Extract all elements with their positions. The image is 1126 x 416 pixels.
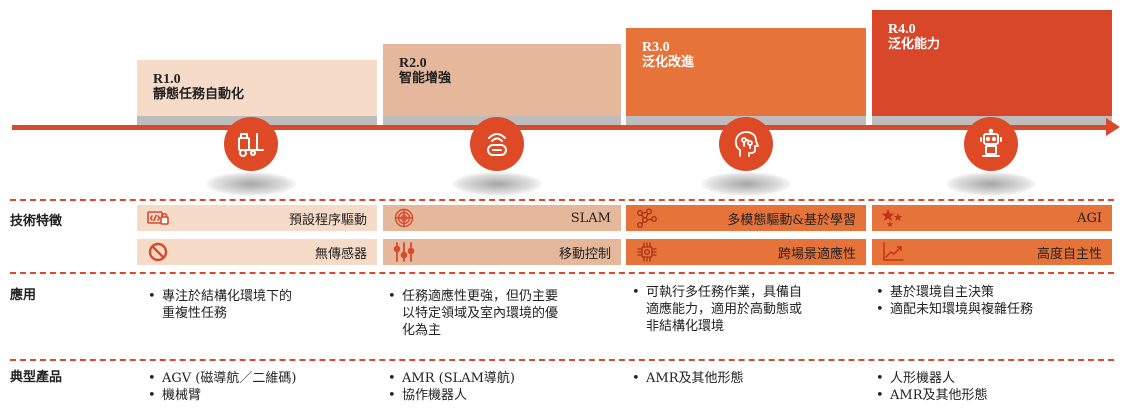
feature-box: 無傳感器 — [137, 239, 377, 265]
list-item: AMR (SLAM導航) — [384, 370, 624, 387]
list-item: 基於環境自主決策 — [872, 284, 1112, 301]
stage-node-r3 — [719, 117, 773, 171]
feature-label: AGI — [1077, 210, 1102, 226]
list-item: 人形機器人 — [872, 370, 1112, 387]
feature-box: SLAM — [383, 205, 621, 231]
stage-box-r2: R2.0 智能增強 — [383, 44, 621, 116]
feature-label: 高度自主性 — [1036, 246, 1102, 262]
list-item: AMR及其他形態 — [872, 387, 1112, 404]
section-divider — [10, 199, 1114, 201]
section-divider — [10, 359, 1114, 361]
stage-code: R3.0 — [642, 40, 670, 55]
feature-label: 移動控制 — [558, 246, 611, 262]
section-divider — [10, 272, 1114, 274]
chip-icon — [636, 242, 660, 262]
forklift-icon — [238, 133, 264, 157]
stage-box-r4: R4.0 泛化能力 — [872, 10, 1112, 116]
feature-box: 預設程序驅動 — [137, 205, 377, 231]
list-item: 機械臂 — [144, 387, 376, 404]
feature-box: 多模態驅動&基於學習 — [626, 205, 866, 231]
applications-list-r4: 基於環境自主決策 適配未知環境與複雜任務 — [872, 284, 1112, 318]
products-list-r4: 人形機器人 AMR及其他形態 — [872, 370, 1112, 404]
node-shadow — [452, 172, 542, 196]
stage-node-r4 — [964, 117, 1018, 171]
timeline-arrow-head — [1106, 118, 1120, 136]
feature-box: 移動控制 — [383, 239, 621, 265]
stage-code: R2.0 — [399, 56, 427, 71]
wireless-robot-icon — [487, 133, 507, 156]
network-nodes-icon — [636, 208, 660, 228]
stage-box-r1: R1.0 靜態任務自動化 — [137, 60, 377, 116]
row-label-tech: 技術特徵 — [10, 214, 63, 229]
feature-label: 無傳感器 — [314, 246, 367, 262]
stage-code: R4.0 — [888, 22, 916, 37]
radar-icon — [393, 208, 417, 228]
humanoid-robot-icon — [980, 128, 1002, 157]
node-shadow — [701, 172, 791, 196]
row-label-applications: 應用 — [10, 288, 37, 303]
stage-node-r2 — [470, 117, 524, 171]
list-item: AGV (磁導航／二維碼) — [144, 370, 376, 387]
node-shadow — [206, 172, 296, 196]
timeline-arrow-line — [12, 125, 1112, 130]
prohibited-icon — [147, 242, 171, 262]
feature-label: 跨場景適應性 — [777, 246, 856, 262]
stage-title: 泛化能力 — [888, 37, 941, 52]
list-item: 適配未知環境與複雜任務 — [872, 301, 1112, 318]
stage-title: 靜態任務自動化 — [153, 87, 245, 102]
stage-title: 智能增強 — [399, 71, 452, 86]
list-item: 協作機器人 — [384, 387, 624, 404]
row-label-products: 典型產品 — [10, 370, 63, 385]
feature-box: 跨場景適應性 — [626, 239, 866, 265]
code-lock-icon — [147, 208, 171, 228]
stage-node-r1 — [224, 117, 278, 171]
feature-box: AGI — [872, 205, 1112, 231]
feature-box: 高度自主性 — [872, 239, 1112, 265]
feature-label: 多模態驅動&基於學習 — [727, 212, 856, 228]
node-shadow — [946, 172, 1036, 196]
stage-title: 泛化改進 — [642, 55, 695, 70]
stars-icon — [882, 208, 906, 228]
stage-box-r3: R3.0 泛化改進 — [626, 28, 866, 116]
products-list-r1: AGV (磁導航／二維碼) 機械臂 — [144, 370, 376, 404]
sliders-icon — [393, 242, 417, 262]
products-list-r2: AMR (SLAM導航) 協作機器人 — [384, 370, 624, 404]
ai-head-icon — [734, 131, 759, 157]
products-list-r3: AMR及其他形態 — [628, 370, 868, 387]
stage-code: R1.0 — [153, 72, 181, 87]
trend-chart-icon — [882, 242, 906, 262]
list-item: AMR及其他形態 — [628, 370, 868, 387]
feature-label: SLAM — [570, 210, 611, 226]
feature-label: 預設程序驅動 — [288, 212, 367, 228]
